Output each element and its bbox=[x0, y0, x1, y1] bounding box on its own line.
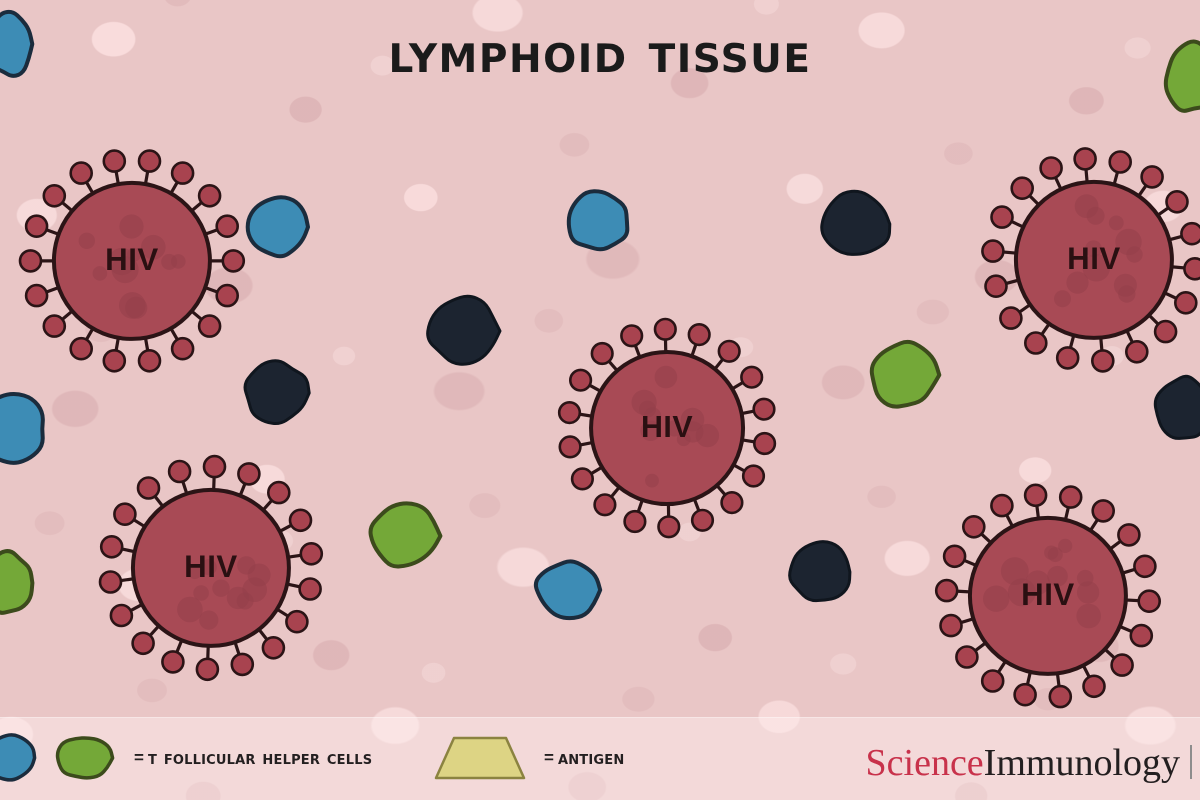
legend-item-tfh-cells: = T follicular helper cells bbox=[0, 732, 372, 784]
blue-cell bbox=[563, 188, 633, 254]
legend-equals-sign-cells: = bbox=[134, 748, 144, 767]
brand-science-word: Science bbox=[865, 742, 984, 784]
blue-cell bbox=[243, 193, 313, 261]
legend-swatch-blue-cell bbox=[0, 732, 40, 784]
dark-cell bbox=[784, 538, 856, 606]
legend-equals-sign-antigen: = bbox=[544, 748, 554, 767]
legend-label-antigen: Antigen bbox=[557, 747, 625, 769]
blue-cell bbox=[0, 390, 50, 468]
brand-divider-rule bbox=[1190, 745, 1192, 779]
antigen-trapezoid-icon bbox=[434, 736, 526, 780]
legend-bar: = T follicular helper cells = Antigen Sc… bbox=[0, 717, 1200, 800]
dark-cell bbox=[240, 357, 312, 429]
legend-label-tfh-cells: T follicular helper cells bbox=[147, 747, 373, 769]
dark-cell bbox=[817, 188, 895, 260]
hiv-virion: HIV bbox=[930, 478, 1166, 714]
science-immunology-logo: Science Immunology bbox=[866, 741, 1192, 782]
hiv-virion: HIV bbox=[976, 142, 1200, 378]
blue-cell bbox=[0, 8, 36, 80]
hiv-virion: HIV bbox=[93, 450, 329, 686]
legend-swatch-green-cell bbox=[54, 732, 116, 784]
legend-swatch-antigen bbox=[430, 732, 530, 784]
page-title: Lymphoid Tissue bbox=[388, 21, 812, 86]
dark-cell bbox=[424, 292, 504, 370]
hiv-virion: HIV bbox=[14, 143, 250, 379]
green-cell bbox=[0, 548, 36, 618]
legend-item-antigen: = Antigen bbox=[430, 732, 624, 784]
dark-cell bbox=[1152, 372, 1200, 444]
green-cell bbox=[366, 500, 443, 572]
hiv-virion: HIV bbox=[552, 313, 782, 543]
green-cell bbox=[1162, 38, 1200, 116]
green-cell bbox=[866, 338, 942, 412]
brand-immunology-word: Immunology bbox=[983, 742, 1180, 784]
blue-cell bbox=[532, 557, 603, 623]
